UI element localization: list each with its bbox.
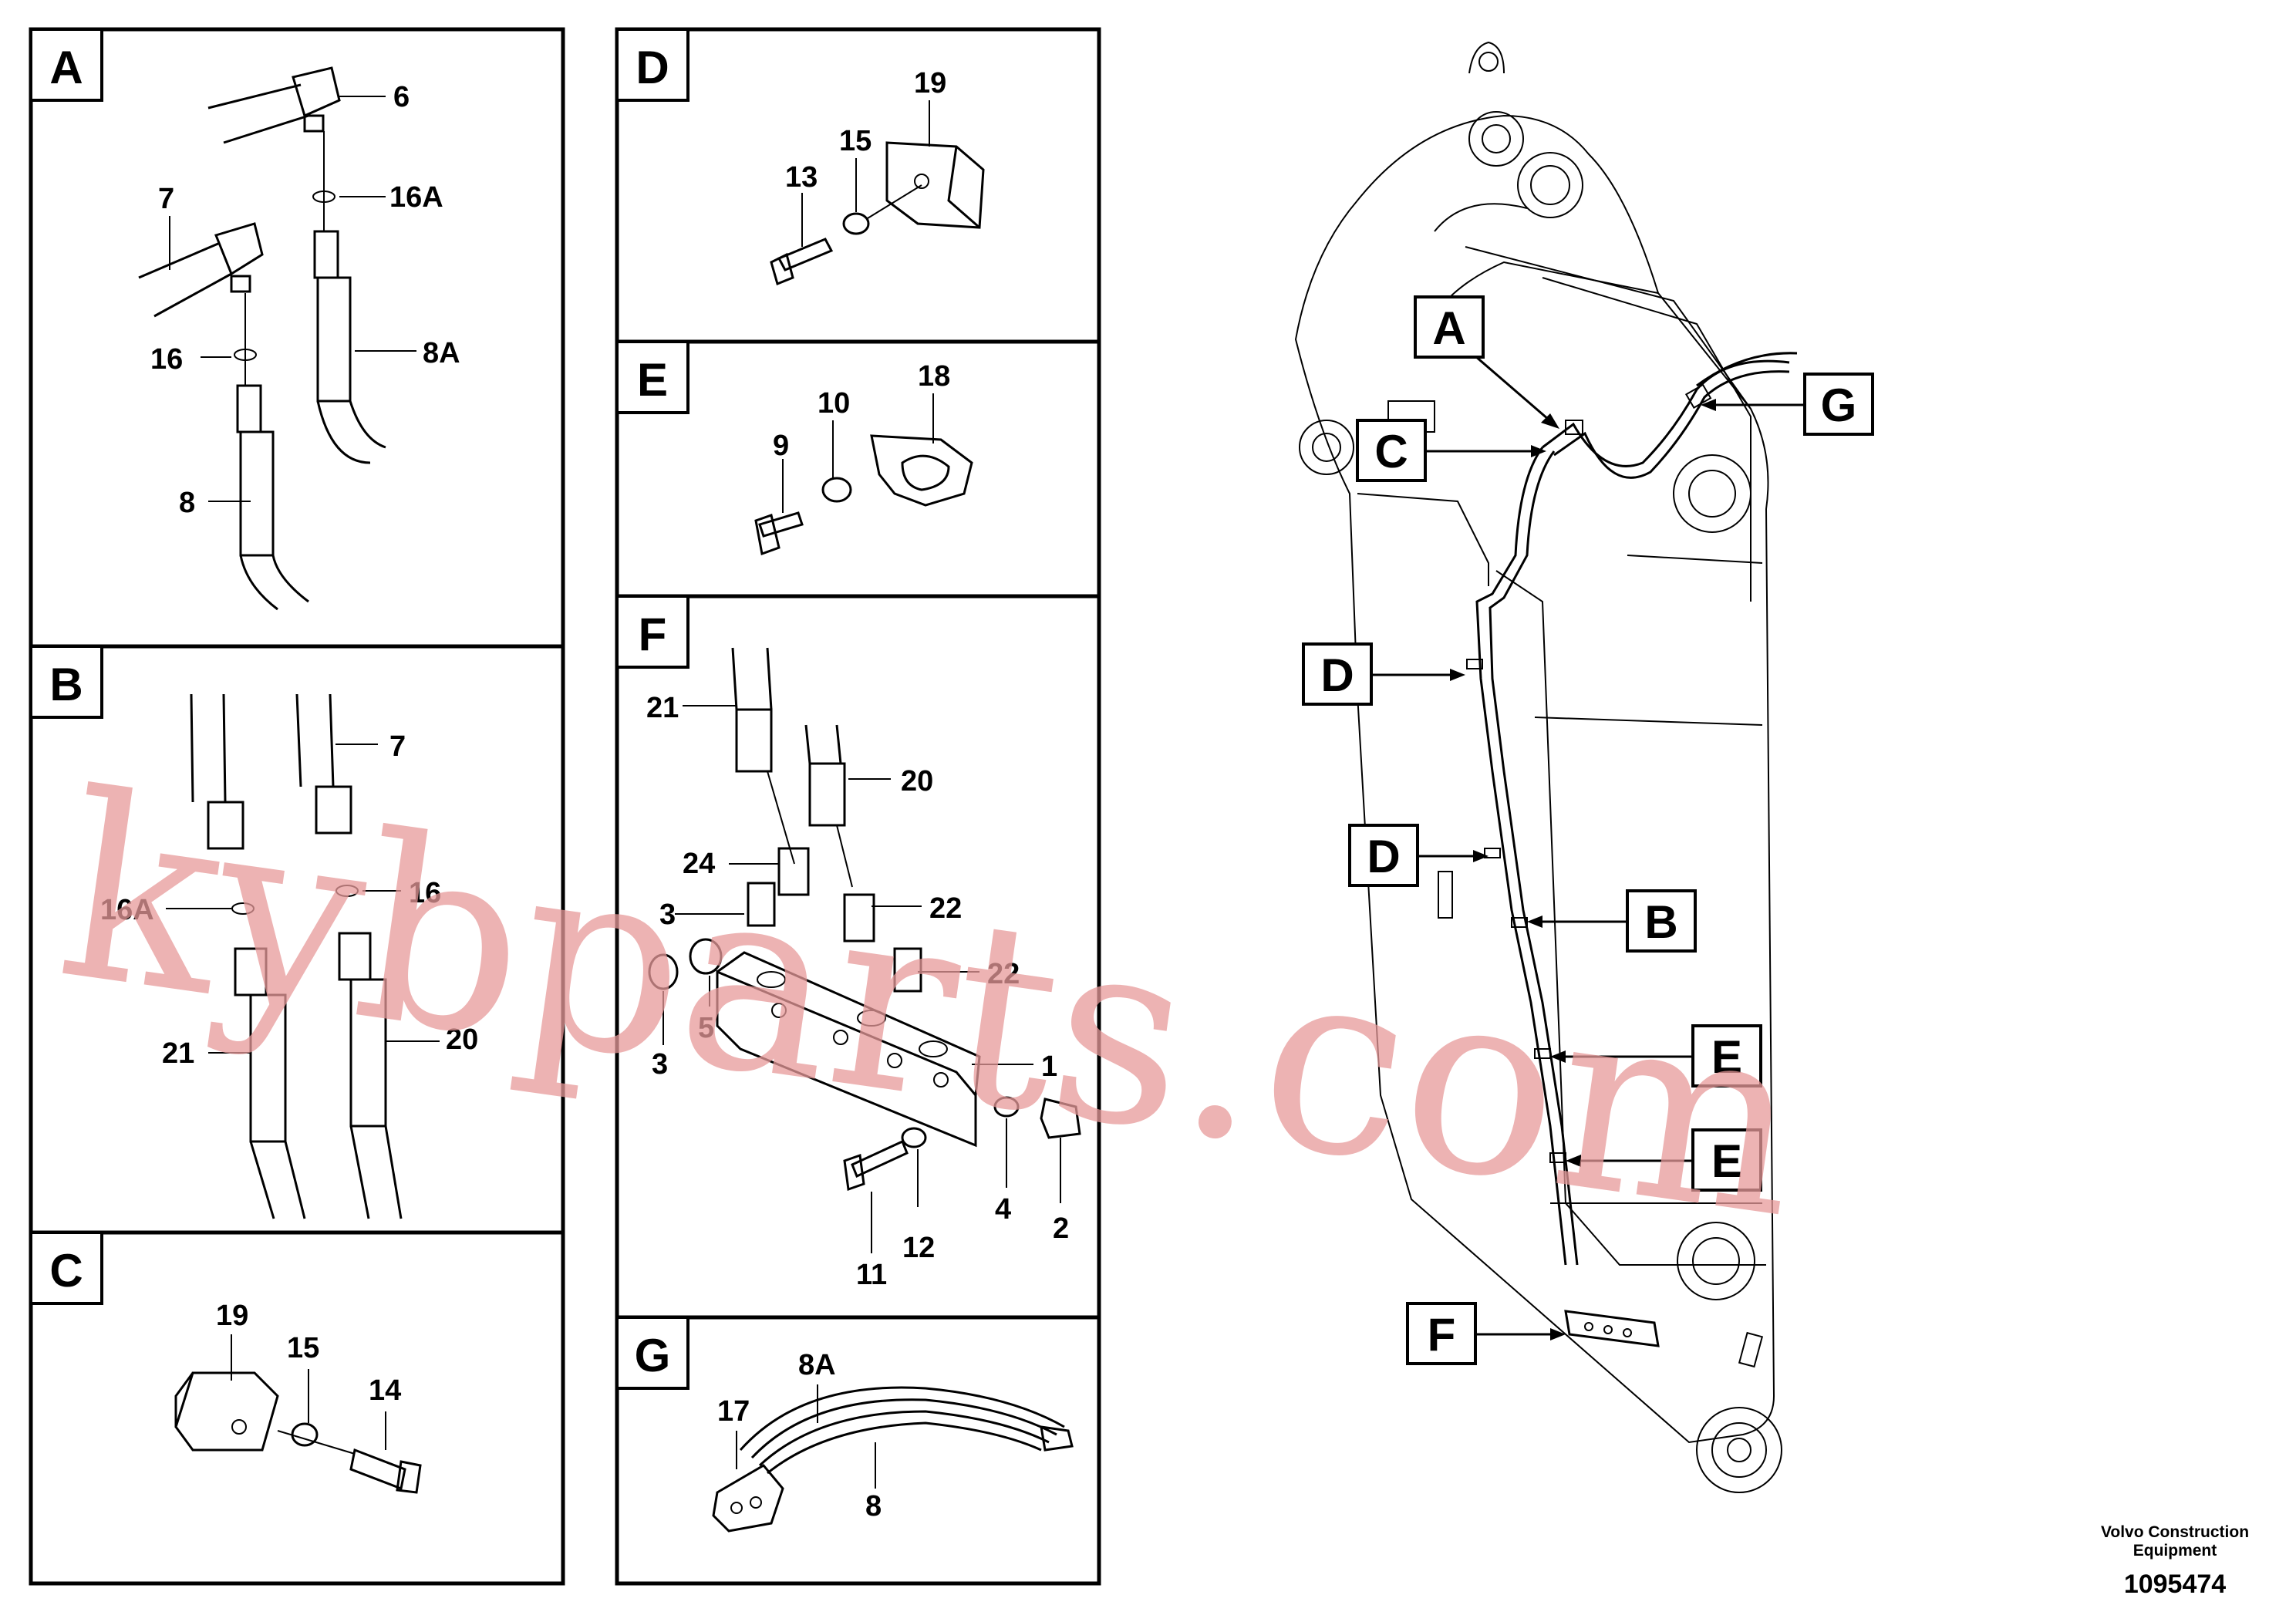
part-label: 16A [100, 894, 154, 926]
panel-c: C 19 15 14 [29, 1230, 565, 1586]
part-label: 19 [914, 67, 946, 99]
part-label: 8A [798, 1349, 836, 1381]
panel-d-title: D [636, 42, 669, 93]
part-label: 1 [1041, 1050, 1057, 1083]
panel-g: G 8A 17 8 [615, 1315, 1101, 1586]
svg-text:D: D [1320, 649, 1354, 701]
part-label: 10 [818, 387, 850, 420]
panel-a-title: A [49, 42, 83, 93]
part-label: 2 [1053, 1212, 1069, 1245]
callout-d-lower: D [1348, 824, 1489, 887]
panel-f: F [615, 594, 1101, 1320]
part-label: 22 [987, 958, 1020, 990]
part-label: 3 [652, 1048, 668, 1081]
callout-f: F [1406, 1302, 1566, 1365]
part-label: 20 [901, 765, 933, 798]
part-label: 3 [659, 899, 676, 931]
callout-g: G [1701, 373, 1874, 436]
part-label: 16 [409, 877, 441, 909]
panel-b-title: B [49, 659, 83, 710]
panel-b: B 7 16A 16 21 20 [29, 644, 565, 1235]
panel-g-title: G [635, 1330, 671, 1381]
part-label: 15 [287, 1332, 319, 1364]
footer-number: 1095474 [2123, 1570, 2227, 1599]
part-label: 8 [865, 1490, 882, 1523]
part-label: 17 [717, 1395, 750, 1428]
svg-text:G: G [1821, 379, 1857, 431]
part-label: 21 [646, 692, 679, 724]
part-label: 13 [785, 161, 818, 194]
callout-d-upper: D [1302, 642, 1465, 706]
part-label: 9 [773, 430, 789, 462]
part-label: 24 [683, 848, 715, 880]
part-label: 7 [158, 183, 174, 215]
callout-b: B [1527, 889, 1697, 953]
part-label: 16 [150, 343, 183, 376]
callout-e-upper: E [1550, 1024, 1762, 1088]
part-label: 7 [389, 730, 406, 763]
part-label: 12 [902, 1232, 935, 1264]
part-label: 11 [856, 1259, 887, 1291]
part-label: 4 [995, 1193, 1011, 1226]
svg-text:E: E [1711, 1135, 1742, 1187]
svg-text:E: E [1711, 1031, 1742, 1083]
part-label: 15 [839, 125, 872, 157]
callout-a: A [1414, 295, 1559, 429]
part-label: 16A [389, 181, 443, 214]
part-label: 14 [369, 1374, 401, 1407]
svg-text:F: F [1428, 1309, 1456, 1361]
svg-text:A: A [1432, 302, 1465, 354]
svg-text:C: C [1374, 426, 1408, 477]
panel-e: E 10 18 9 [615, 339, 1101, 599]
part-label: 20 [446, 1023, 478, 1056]
panel-c-title: C [49, 1245, 83, 1297]
svg-text:D: D [1367, 831, 1400, 882]
part-label: 21 [162, 1037, 194, 1070]
boom-drawing [1294, 41, 1798, 1493]
part-label: 19 [216, 1300, 248, 1332]
part-label: 8 [179, 487, 195, 519]
part-label: 18 [918, 360, 950, 393]
footer-company: Volvo Construction Equipment [2100, 1523, 2250, 1560]
part-label: 5 [698, 1012, 714, 1044]
svg-text:B: B [1644, 896, 1677, 948]
panel-d: D 19 15 13 [615, 27, 1101, 344]
panel-e-title: E [637, 354, 668, 406]
callout-e-lower: E [1566, 1128, 1762, 1192]
part-label: 6 [393, 81, 410, 113]
panel-a: A 6 16A 7 16 8A 8 [29, 27, 565, 649]
part-label: 8A [423, 337, 460, 369]
part-label: 22 [929, 892, 962, 925]
callouts: A C G D D B [1302, 295, 1874, 1365]
callout-c: C [1356, 419, 1546, 482]
panel-f-title: F [639, 609, 667, 660]
